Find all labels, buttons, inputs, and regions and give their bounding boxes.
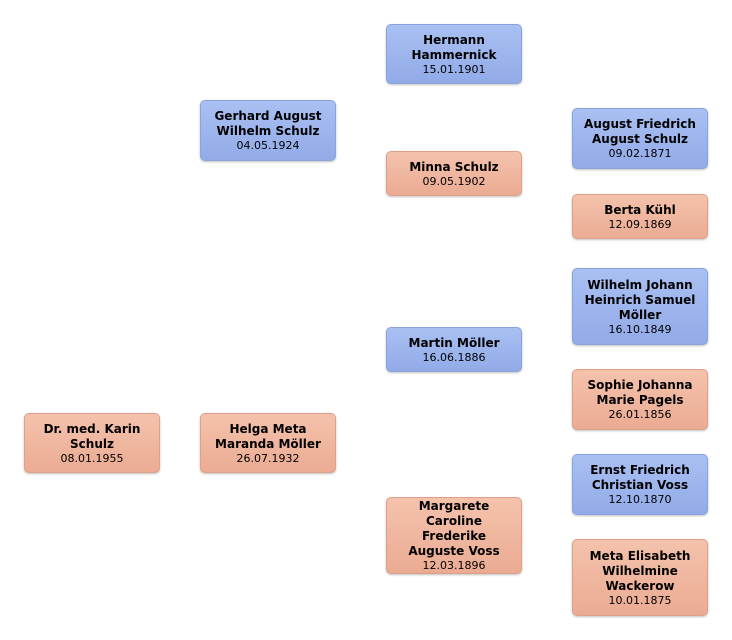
person-name: August Friedrich August Schulz <box>584 117 696 146</box>
person-wilhelm[interactable]: Wilhelm Johann Heinrich Samuel Möller 16… <box>572 268 708 345</box>
person-karin[interactable]: Dr. med. Karin Schulz 08.01.1955 <box>24 413 160 473</box>
person-meta[interactable]: Meta Elisabeth Wilhelmine Wackerow 10.01… <box>572 539 708 616</box>
person-name: Ernst Friedrich Christian Voss <box>590 463 690 492</box>
person-date: 12.10.1870 <box>608 493 672 506</box>
person-helga[interactable]: Helga Meta Maranda Möller 26.07.1932 <box>200 413 336 473</box>
person-name: Meta Elisabeth Wilhelmine Wackerow <box>589 548 691 593</box>
person-name: Gerhard August Wilhelm Schulz <box>214 109 322 138</box>
person-date: 26.07.1932 <box>236 451 300 465</box>
person-date: 09.05.1902 <box>422 174 486 188</box>
person-name: Sophie Johanna Marie Pagels <box>587 378 693 407</box>
person-date: 04.05.1924 <box>236 139 300 152</box>
person-date: 12.09.1869 <box>608 217 672 231</box>
person-name: Dr. med. Karin Schulz <box>43 421 141 451</box>
person-sophie[interactable]: Sophie Johanna Marie Pagels 26.01.1856 <box>572 369 708 430</box>
person-date: 16.10.1849 <box>608 322 672 336</box>
person-date: 08.01.1955 <box>60 451 124 465</box>
person-name: Minna Schulz <box>409 159 499 174</box>
person-date: 09.02.1871 <box>608 147 672 160</box>
person-date: 15.01.1901 <box>422 62 486 76</box>
person-name: Wilhelm Johann Heinrich Samuel Möller <box>584 277 696 322</box>
person-hermann[interactable]: Hermann Hammernick 15.01.1901 <box>386 24 522 84</box>
person-date: 12.03.1896 <box>422 559 486 572</box>
person-name: Helga Meta Maranda Möller <box>215 421 321 451</box>
person-name: Berta Kühl <box>604 202 676 217</box>
person-gerhard[interactable]: Gerhard August Wilhelm Schulz 04.05.1924 <box>200 100 336 161</box>
person-date: 16.06.1886 <box>422 350 486 364</box>
person-date: 26.01.1856 <box>608 408 672 421</box>
person-date: 10.01.1875 <box>608 593 672 607</box>
person-name: Martin Möller <box>408 335 500 350</box>
person-name: Margarete Caroline Frederike Auguste Vos… <box>408 499 500 558</box>
person-august[interactable]: August Friedrich August Schulz 09.02.187… <box>572 108 708 169</box>
person-minna[interactable]: Minna Schulz 09.05.1902 <box>386 151 522 196</box>
person-margarete[interactable]: Margarete Caroline Frederike Auguste Vos… <box>386 497 522 574</box>
person-name: Hermann Hammernick <box>411 32 497 62</box>
person-berta[interactable]: Berta Kühl 12.09.1869 <box>572 194 708 239</box>
person-martin[interactable]: Martin Möller 16.06.1886 <box>386 327 522 372</box>
person-ernst[interactable]: Ernst Friedrich Christian Voss 12.10.187… <box>572 454 708 515</box>
